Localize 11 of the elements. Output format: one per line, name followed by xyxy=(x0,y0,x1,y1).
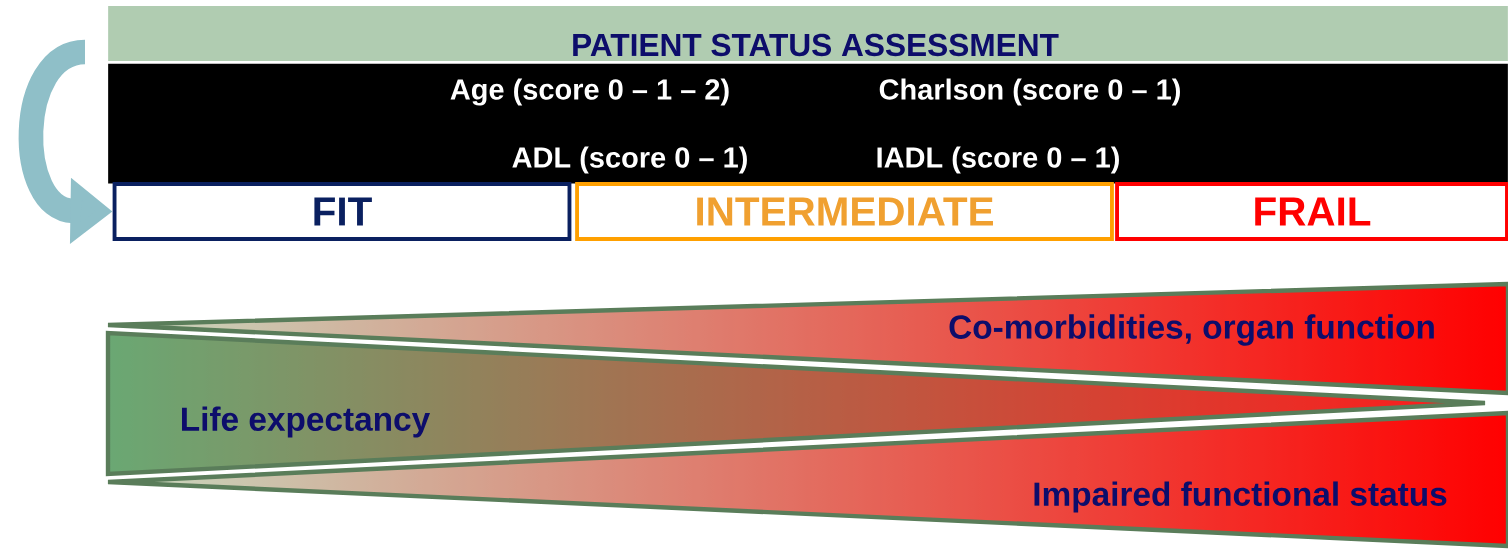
category-box: FRAIL xyxy=(1115,182,1508,241)
node-label: Age (score 0 – 1 – 2) xyxy=(450,78,729,106)
criteria-text: Age (score 0 – 1 – 2) Charlson (score 0 – 1) ADL (score 0 – 1) IADL (score 0 – 1) xyxy=(450,78,1180,174)
category-box: INTERMEDIATE xyxy=(575,182,1114,241)
category-box: FIT xyxy=(112,182,572,241)
node-label: IADL (score 0 – 1) xyxy=(877,146,1119,174)
node-label: Charlson (score 0 – 1) xyxy=(879,78,1180,106)
header-band xyxy=(108,6,1508,61)
node-label: ADL (score 0 – 1) xyxy=(512,146,747,174)
criteria-band xyxy=(108,63,1508,184)
heading: PATIENT STATUS ASSESSMENT xyxy=(573,33,1059,57)
